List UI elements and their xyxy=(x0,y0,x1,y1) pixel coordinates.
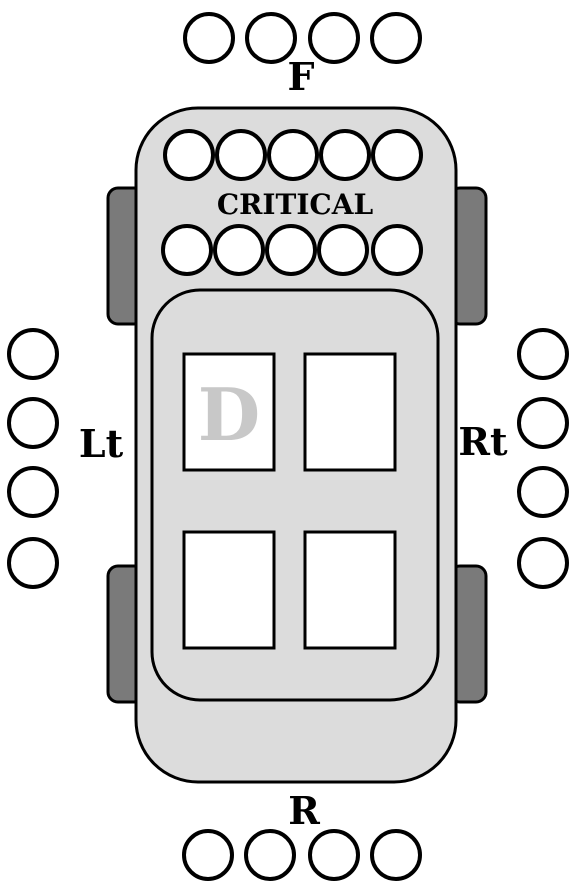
critical-checkbox[interactable] xyxy=(373,131,421,179)
right-checkbox[interactable] xyxy=(519,399,567,447)
left-checkbox[interactable] xyxy=(9,330,57,378)
critical-label: CRITICAL xyxy=(217,188,374,221)
critical-checkbox[interactable] xyxy=(215,226,263,274)
front-checkbox[interactable] xyxy=(310,14,358,62)
rear-checkbox[interactable] xyxy=(246,831,294,879)
critical-checkbox[interactable] xyxy=(165,131,213,179)
critical-checkbox[interactable] xyxy=(269,131,317,179)
driver-seat-label: D xyxy=(198,372,260,457)
left-checkbox[interactable] xyxy=(9,468,57,516)
left-checkbox[interactable] xyxy=(9,539,57,587)
rear-checkbox[interactable] xyxy=(310,831,358,879)
seat-rear-left xyxy=(184,532,274,648)
right-checkbox[interactable] xyxy=(519,539,567,587)
critical-checkbox[interactable] xyxy=(217,131,265,179)
seat-front-passenger xyxy=(305,354,395,470)
rear-checkboxes xyxy=(184,831,420,879)
critical-checkbox[interactable] xyxy=(373,226,421,274)
front-label: F xyxy=(288,54,315,99)
critical-checkbox[interactable] xyxy=(321,131,369,179)
right-checkboxes xyxy=(519,330,567,587)
front-checkbox[interactable] xyxy=(185,14,233,62)
seat-rear-right xyxy=(305,532,395,648)
rear-label: R xyxy=(288,788,320,833)
right-checkbox[interactable] xyxy=(519,468,567,516)
left-label: Lt xyxy=(79,421,124,466)
critical-checkboxes-top xyxy=(165,131,421,179)
critical-checkbox[interactable] xyxy=(319,226,367,274)
right-label: Rt xyxy=(458,419,508,464)
critical-checkboxes-bottom xyxy=(163,226,421,274)
front-checkbox[interactable] xyxy=(372,14,420,62)
rear-checkbox[interactable] xyxy=(184,831,232,879)
right-checkbox[interactable] xyxy=(519,330,567,378)
rear-checkbox[interactable] xyxy=(372,831,420,879)
critical-checkbox[interactable] xyxy=(267,226,315,274)
left-checkbox[interactable] xyxy=(9,399,57,447)
critical-checkbox[interactable] xyxy=(163,226,211,274)
left-checkboxes xyxy=(9,330,57,587)
